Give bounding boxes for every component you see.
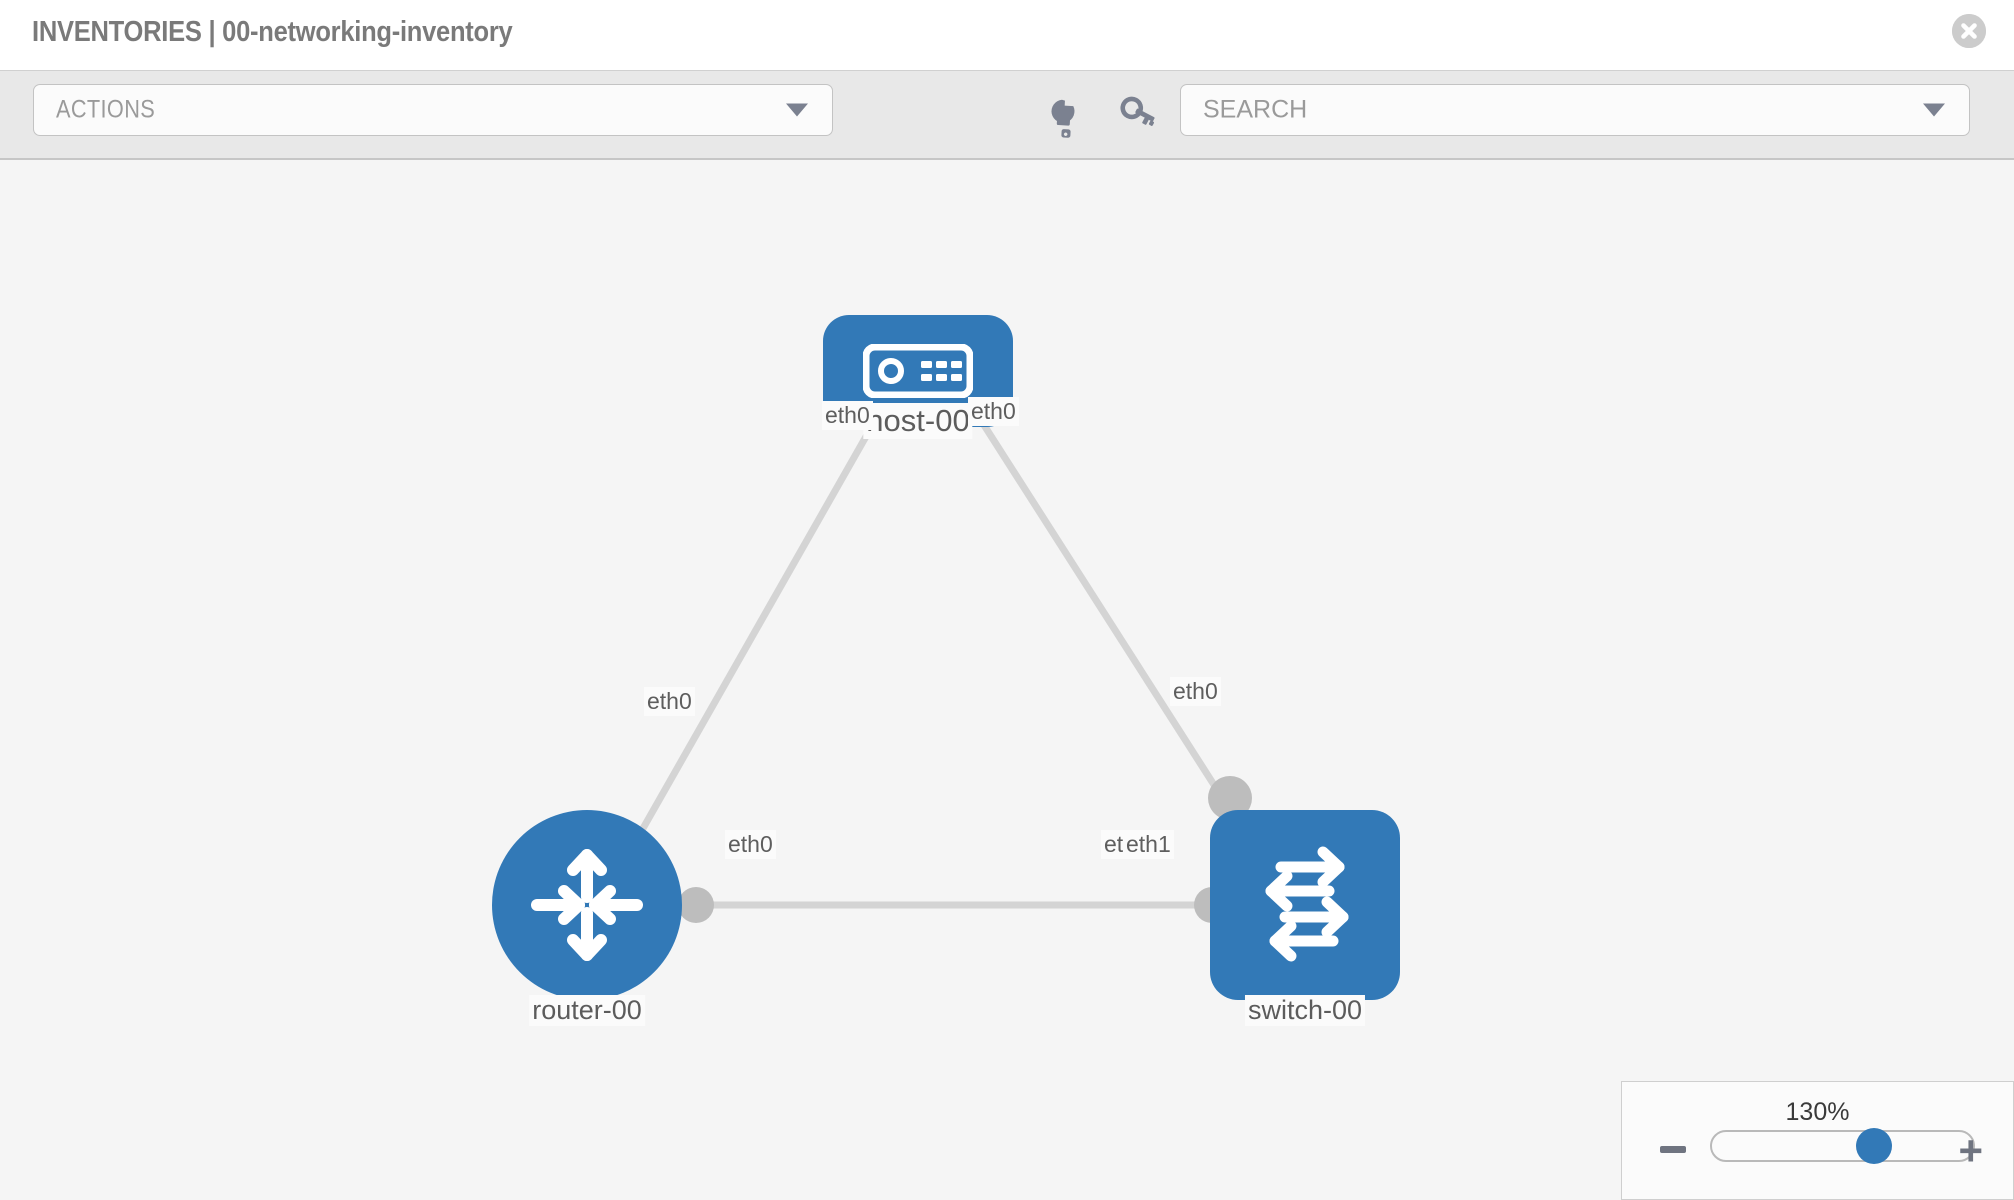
header-bar: INVENTORIES | 00-networking-inventory — [0, 0, 2014, 70]
search-placeholder: SEARCH — [1203, 95, 1308, 124]
node-switch-00[interactable]: switch-00 — [1210, 810, 1400, 1026]
zoom-level-value: 130% — [1785, 1098, 1850, 1126]
zoom-slider-thumb[interactable] — [1855, 1128, 1892, 1164]
key-icon[interactable] — [1114, 95, 1158, 139]
edge-label-router-right: eth0 — [725, 830, 776, 859]
switch-icon — [1210, 810, 1400, 1000]
search-input[interactable]: SEARCH — [1180, 84, 1970, 136]
topology-canvas[interactable]: host-00 — [0, 160, 2014, 1200]
zoom-out-button[interactable] — [1660, 1146, 1686, 1153]
toolbar: ACTIONS — [0, 70, 2014, 160]
chevron-down-icon — [1923, 103, 1945, 117]
node-label-switch-00: switch-00 — [1244, 995, 1366, 1026]
topology-edges — [621, 373, 1265, 909]
node-router-00[interactable]: router-00 — [492, 810, 682, 1026]
edge-label-switch-left: eth1 — [1123, 830, 1174, 859]
edge-label-host-right: eth0 — [968, 397, 1019, 426]
actions-dropdown[interactable]: ACTIONS — [33, 84, 833, 136]
edge-label-switch-upper: eth0 — [1170, 677, 1221, 706]
zoom-control-panel: 130% + — [1621, 1081, 2014, 1200]
actions-dropdown-label: ACTIONS — [56, 95, 156, 124]
wrench-icon[interactable] — [1044, 95, 1088, 139]
node-label-host-00: host-00 — [863, 403, 973, 439]
edge-label-host-left: eth0 — [822, 401, 873, 430]
close-icon[interactable] — [1952, 14, 1986, 48]
port-nub — [678, 887, 714, 923]
node-label-router-00: router-00 — [529, 995, 645, 1026]
chevron-down-icon — [786, 103, 808, 117]
page-title: INVENTORIES | 00-networking-inventory — [32, 16, 513, 48]
zoom-slider-track[interactable] — [1710, 1128, 1975, 1164]
edge-label-router-upper: eth0 — [644, 687, 695, 716]
router-icon — [492, 810, 682, 1000]
zoom-in-button[interactable]: + — [1958, 1127, 1983, 1174]
